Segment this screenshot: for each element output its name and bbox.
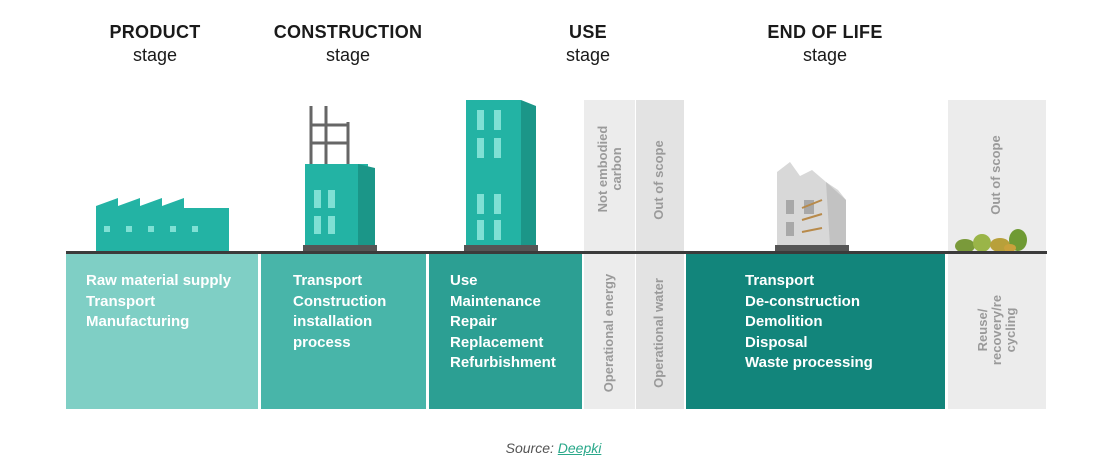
source-link[interactable]: Deepki — [557, 440, 602, 456]
box-line: process — [293, 333, 351, 351]
plants-icon — [955, 229, 1027, 253]
demolished-building-icon — [775, 162, 849, 253]
operational-energy-panel — [584, 254, 635, 409]
box-line: Transport — [86, 292, 156, 310]
ground-line — [66, 251, 1047, 254]
stage-title-use: USE stage — [528, 22, 648, 65]
source-caption: Source: Deepki — [0, 440, 1107, 456]
construction-building-icon — [303, 106, 377, 253]
stage-title: END OF LIFE — [767, 22, 883, 42]
box-line: Repair — [450, 313, 497, 330]
box-line: Replacement — [450, 333, 544, 351]
box-line: Disposal — [745, 333, 808, 351]
stage-title: CONSTRUCTION — [273, 22, 423, 42]
box-line: Use — [450, 272, 478, 289]
stage-title: PRODUCT — [109, 22, 201, 42]
box-line: Waste processing — [745, 354, 873, 371]
box-line: Transport — [745, 272, 815, 289]
use-box: Use Maintenance Repair Replacement Refur… — [429, 254, 582, 409]
operational-water-label: Operational water — [651, 278, 666, 388]
box-line: Refurbishment — [450, 354, 556, 371]
stage-title-product: PRODUCT stage — [75, 22, 235, 65]
reuse-panel — [948, 254, 1046, 409]
stage-subtitle: stage — [802, 44, 848, 65]
box-line: Manufacturing — [86, 313, 190, 330]
box-line: Construction — [293, 292, 387, 310]
box-line: De-construction — [745, 292, 861, 310]
out-of-scope-use-panel — [636, 100, 684, 252]
reuse-label: Reuse/ recovery/re cycling — [975, 294, 1018, 366]
box-line: Transport — [293, 272, 363, 289]
stage-subtitle: stage — [132, 44, 178, 65]
stage-subtitle: stage — [565, 44, 611, 65]
not-embodied-panel — [584, 100, 635, 252]
stage-subtitle: stage — [325, 44, 371, 65]
box-line: Maintenance — [450, 292, 541, 310]
box-line: Demolition — [745, 313, 823, 330]
box-line: installation — [293, 313, 373, 330]
product-box: Raw material supply Transport Manufactur… — [66, 254, 258, 409]
out-of-scope-eol-panel — [948, 100, 1046, 252]
construction-box: Transport Construction installation proc… — [261, 254, 426, 409]
stage-title-construction: CONSTRUCTION stage — [258, 22, 438, 65]
tall-building-icon — [464, 100, 538, 253]
operational-water-panel — [636, 254, 684, 409]
box-line: Raw material supply — [86, 272, 232, 289]
source-prefix: Source: — [505, 440, 558, 456]
stage-title-end-of-life: END OF LIFE stage — [735, 22, 915, 65]
end-of-life-box: Transport De-construction Demolition Dis… — [686, 254, 945, 409]
operational-energy-label: Operational energy — [601, 273, 616, 393]
stage-title: USE — [569, 22, 607, 42]
factory-icon — [96, 198, 229, 253]
